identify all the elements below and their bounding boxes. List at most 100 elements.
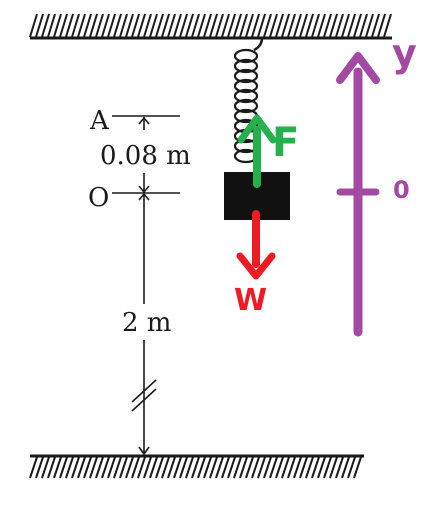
hatch-stroke — [275, 456, 284, 479]
hatch-stroke — [221, 13, 230, 38]
hatch-stroke — [29, 456, 38, 479]
spring-coil — [233, 48, 259, 64]
hatch-stroke — [143, 456, 152, 479]
dimension-ao — [138, 116, 150, 194]
hatch-stroke — [197, 456, 206, 479]
hatch-stroke — [125, 13, 134, 38]
hatch-stroke — [263, 456, 272, 479]
hatch-stroke — [215, 456, 224, 479]
hatch-stroke — [251, 13, 260, 38]
hatch-stroke — [185, 456, 194, 479]
spring-coil — [233, 78, 259, 94]
break-mark-2 — [131, 388, 157, 412]
hatch-stroke — [71, 13, 80, 38]
hatch-stroke — [311, 13, 320, 38]
hatch-stroke — [293, 456, 302, 479]
hatch-stroke — [113, 13, 122, 38]
hatch-stroke — [251, 456, 260, 479]
spring-coil — [233, 58, 259, 74]
hatch-stroke — [83, 13, 92, 38]
hatch-stroke — [329, 13, 338, 38]
y-axis-origin-label: 0 — [393, 176, 410, 204]
hatch-stroke — [53, 456, 62, 479]
hatch-stroke — [137, 13, 146, 38]
hatch-stroke — [155, 13, 164, 38]
hatch-stroke — [269, 13, 278, 38]
hatch-stroke — [119, 13, 128, 38]
hatch-stroke — [95, 13, 104, 38]
dimension-floor — [131, 192, 157, 456]
floor-hatching — [29, 456, 362, 479]
hatch-stroke — [35, 456, 44, 479]
hatch-stroke — [191, 13, 200, 38]
hatch-stroke — [257, 456, 266, 479]
y-axis-label: y — [392, 31, 417, 75]
hatch-stroke — [245, 456, 254, 479]
hatch-stroke — [287, 13, 296, 38]
hatch-stroke — [71, 456, 80, 479]
hatch-stroke — [185, 13, 194, 38]
y-axis — [336, 52, 380, 337]
hatch-stroke — [329, 456, 338, 479]
hatch-stroke — [383, 13, 392, 38]
hatch-stroke — [275, 13, 284, 38]
hatch-stroke — [317, 13, 326, 38]
hatch-stroke — [311, 456, 320, 479]
hatch-stroke — [239, 13, 248, 38]
hatch-stroke — [173, 456, 182, 479]
hatch-stroke — [209, 456, 218, 479]
hatch-stroke — [353, 13, 362, 38]
point-a-label: A — [89, 106, 110, 136]
hatch-stroke — [41, 456, 50, 479]
hatch-stroke — [353, 456, 362, 479]
hatch-stroke — [203, 456, 212, 479]
hatch-stroke — [131, 456, 140, 479]
hatch-stroke — [233, 13, 242, 38]
hatch-stroke — [371, 13, 380, 38]
hatch-stroke — [35, 13, 44, 38]
spring-force-label: F — [272, 120, 299, 166]
hatch-stroke — [227, 13, 236, 38]
hatch-stroke — [245, 13, 254, 38]
hatch-stroke — [77, 456, 86, 479]
hatch-stroke — [305, 13, 314, 38]
hatch-stroke — [191, 456, 200, 479]
floor — [29, 454, 364, 479]
hatch-stroke — [323, 13, 332, 38]
hatch-stroke — [179, 13, 188, 38]
hatch-stroke — [203, 13, 212, 38]
hatch-stroke — [209, 13, 218, 38]
spring-coil — [233, 68, 259, 84]
hatch-stroke — [101, 13, 110, 38]
hatch-stroke — [227, 456, 236, 479]
hatch-stroke — [113, 456, 122, 479]
hatch-stroke — [293, 13, 302, 38]
hatch-stroke — [173, 13, 182, 38]
hatch-stroke — [341, 13, 350, 38]
hatch-stroke — [161, 13, 170, 38]
hatch-stroke — [65, 13, 74, 38]
hatch-stroke — [107, 13, 116, 38]
break-mark-1 — [131, 379, 157, 403]
hatch-stroke — [365, 13, 374, 38]
hatch-stroke — [323, 456, 332, 479]
reference-lines — [112, 115, 180, 194]
hatch-stroke — [89, 456, 98, 479]
hatch-stroke — [347, 13, 356, 38]
point-o-label: O — [88, 183, 109, 213]
weight-arrow — [236, 210, 276, 280]
hatch-stroke — [197, 13, 206, 38]
hatch-stroke — [101, 456, 110, 479]
spring-force-arrow — [237, 114, 277, 188]
hatch-stroke — [377, 13, 386, 38]
hatch-stroke — [287, 456, 296, 479]
hatch-stroke — [83, 456, 92, 479]
hatch-stroke — [179, 456, 188, 479]
hatch-stroke — [305, 456, 314, 479]
spring-coil — [233, 88, 259, 104]
weight-label: W — [234, 283, 267, 318]
hatch-stroke — [167, 456, 176, 479]
hatch-stroke — [239, 456, 248, 479]
hatch-stroke — [161, 456, 170, 479]
